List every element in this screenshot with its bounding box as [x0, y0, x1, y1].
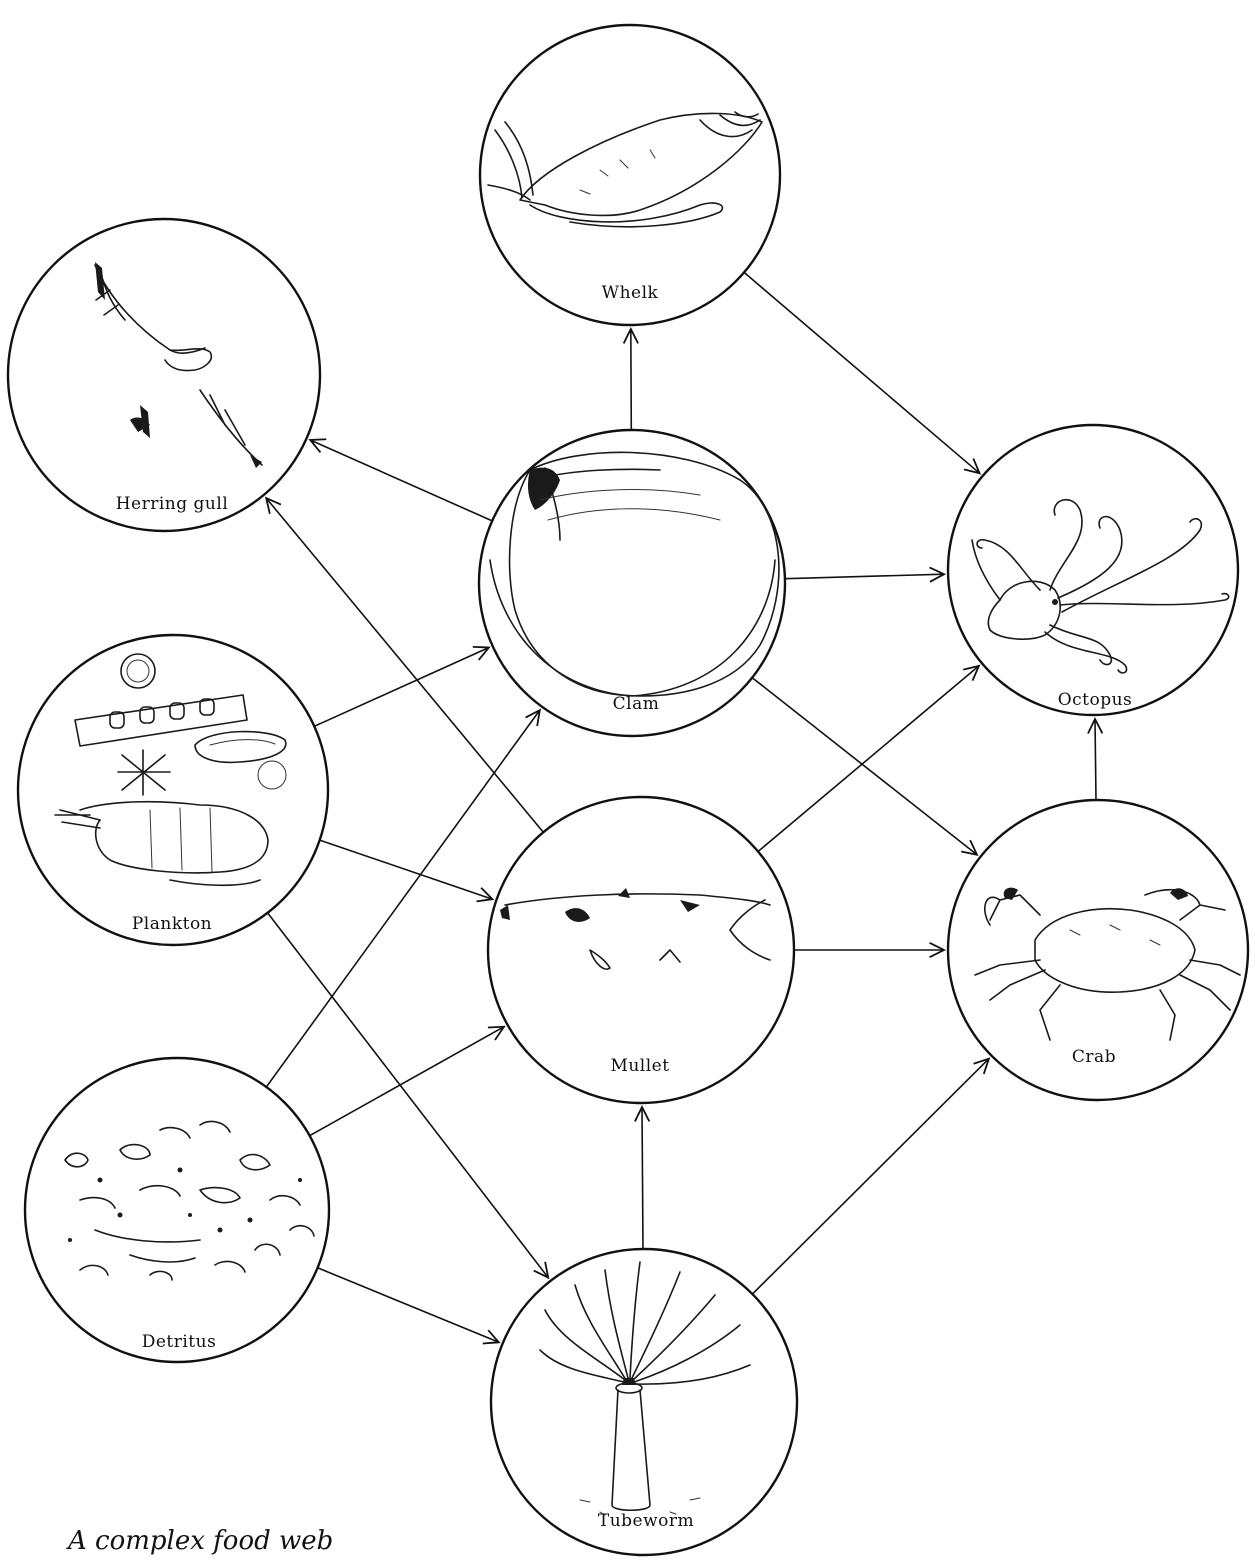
node-octopus: Octopus [948, 425, 1238, 715]
arrow-clam-to-octopus [785, 574, 944, 579]
arrow-mullet-to-octopus [758, 666, 979, 852]
node-herring-gull: Herring gull [8, 219, 320, 531]
node-mullet: Mullet [488, 797, 794, 1103]
arrow-tubeworm-to-crab [752, 1059, 989, 1294]
node-label-herring-gull: Herring gull [116, 494, 229, 514]
node-label-detritus: Detritus [142, 1332, 217, 1352]
figure-caption: A complex food web [68, 1526, 333, 1556]
node-label-plankton: Plankton [132, 914, 212, 934]
arrow-plankton-to-mullet [320, 840, 493, 899]
arrow-plankton-to-clam [314, 648, 489, 727]
node-label-octopus: Octopus [1058, 690, 1133, 710]
node-crab: Crab [948, 800, 1248, 1100]
node-whelk: Whelk [480, 25, 780, 325]
node-tubeworm: Tubeworm [491, 1249, 797, 1555]
arrow-crab-to-octopus [1095, 719, 1096, 800]
arrow-detritus-to-tubeworm [318, 1268, 499, 1343]
node-label-crab: Crab [1072, 1047, 1116, 1067]
node-label-clam: Clam [613, 694, 660, 714]
arrow-clam-to-herring-gull [310, 440, 492, 521]
node-label-tubeworm: Tubeworm [598, 1511, 694, 1531]
arrow-clam-to-whelk [631, 329, 632, 430]
node-clam: Clam [479, 430, 785, 736]
arrow-detritus-to-mullet [310, 1027, 504, 1136]
arrow-whelk-to-octopus [744, 272, 980, 473]
node-detritus: Detritus [25, 1058, 329, 1362]
arrow-tubeworm-to-mullet [642, 1107, 643, 1249]
node-label-mullet: Mullet [610, 1056, 669, 1076]
node-plankton: Plankton [18, 635, 328, 945]
node-label-whelk: Whelk [602, 283, 659, 303]
